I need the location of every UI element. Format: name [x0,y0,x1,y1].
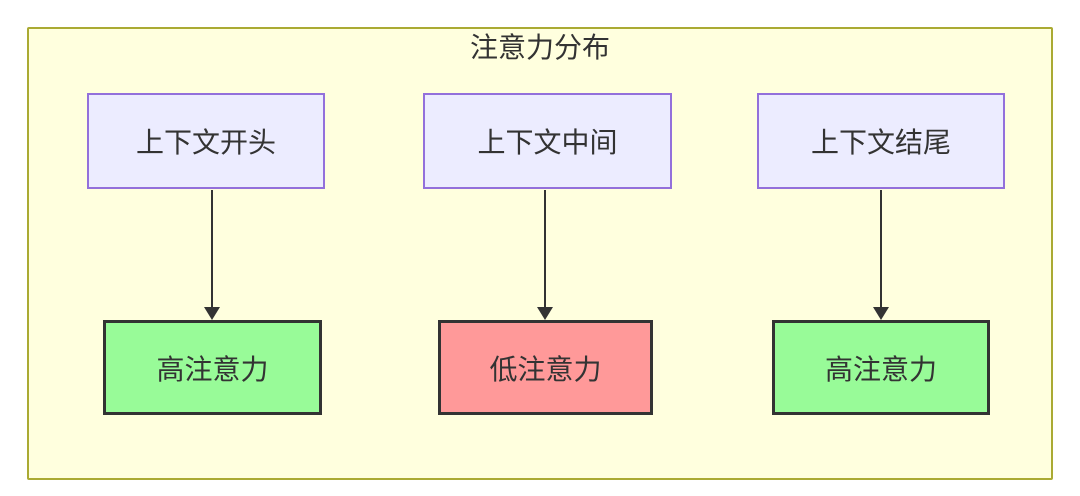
node-high-attention-right: 高注意力 [772,320,990,415]
node-low-attention-middle: 低注意力 [438,320,653,415]
node-context-middle: 上下文中间 [423,93,672,189]
node-context-middle-label: 上下文中间 [477,127,618,158]
arrow-beginning-to-high [204,190,220,320]
diagram-title: 注意力分布 [469,32,610,63]
arrow-shaft [210,190,214,307]
arrow-shaft [879,190,883,307]
node-high-attention-right-label: 高注意力 [824,353,937,385]
arrow-shaft [543,190,547,307]
arrowhead-down-icon [537,307,553,320]
arrow-end-to-high [873,190,889,320]
node-high-attention-left: 高注意力 [103,320,322,415]
attention-distribution-group: 注意力分布 上下文开头 高注意力 上下文中间 低注意力 上下文结尾 [27,27,1053,480]
arrow-middle-to-low [537,190,553,320]
node-high-attention-left-label: 高注意力 [156,353,269,385]
node-context-end: 上下文结尾 [757,93,1005,189]
arrowhead-down-icon [873,307,889,320]
arrowhead-down-icon [204,307,220,320]
node-context-end-label: 上下文结尾 [810,127,951,158]
node-low-attention-middle-label: 低注意力 [489,353,602,385]
node-context-beginning: 上下文开头 [87,93,325,189]
node-context-beginning-label: 上下文开头 [135,127,276,158]
